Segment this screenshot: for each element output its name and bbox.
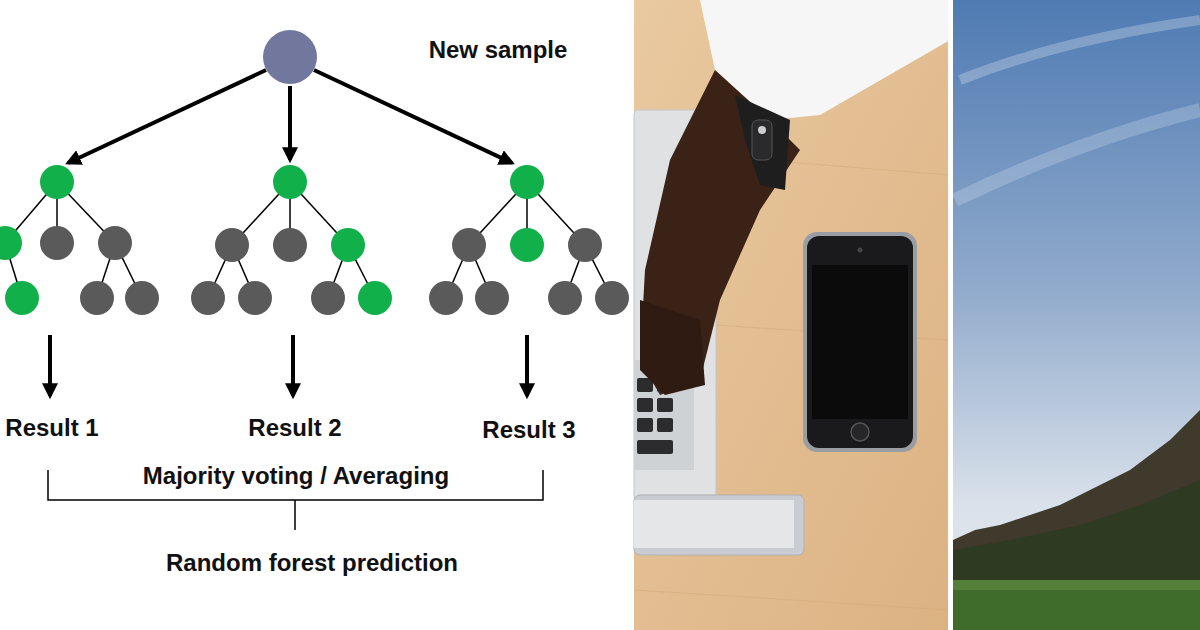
text-label: Random forest prediction	[72, 549, 552, 577]
landscape-photo	[953, 0, 1200, 630]
tree-links	[0, 182, 612, 298]
arrows	[50, 70, 527, 396]
sample-node	[263, 30, 317, 84]
text-label: Result 3	[429, 416, 629, 444]
text-label: New sample	[368, 36, 628, 64]
text-label: Majority voting / Averaging	[56, 462, 536, 490]
desk-photo	[634, 0, 950, 630]
tree-nodes	[0, 165, 629, 315]
text-label: Result 1	[0, 414, 152, 442]
text-label: Result 2	[195, 414, 395, 442]
